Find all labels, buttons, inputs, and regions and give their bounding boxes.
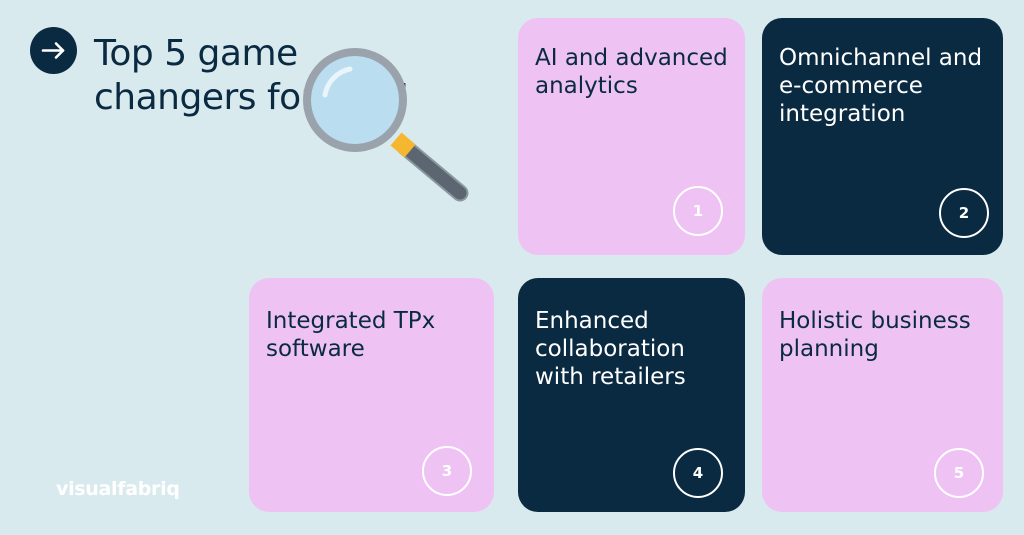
- card-omnichannel: Omnichannel and e-commerce integration 2: [762, 18, 1003, 255]
- card-ai-analytics: AI and advanced analytics 1: [518, 18, 745, 255]
- number-badge: 5: [934, 448, 984, 498]
- card-collaboration: Enhanced collaboration with retailers 4: [518, 278, 745, 512]
- number-badge: 4: [673, 448, 723, 498]
- number-badge: 1: [673, 186, 723, 236]
- card-integrated-tpx: Integrated TPx software 3: [249, 278, 494, 512]
- number-badge: 2: [939, 188, 989, 238]
- card-text: Integrated TPx software: [266, 308, 436, 362]
- number-badge: 3: [422, 446, 472, 496]
- card-text: Enhanced collaboration with retailers: [535, 308, 686, 390]
- brand-logo: visualfabriq: [56, 478, 180, 500]
- arrow-right-icon: [30, 27, 77, 74]
- magnifying-glass-icon: [303, 48, 469, 202]
- card-text: Omnichannel and e-commerce integration: [779, 45, 983, 127]
- card-text: AI and advanced analytics: [535, 45, 728, 99]
- card-holistic-planning: Holistic business planning 5: [762, 278, 1003, 512]
- card-text: Holistic business planning: [779, 308, 971, 362]
